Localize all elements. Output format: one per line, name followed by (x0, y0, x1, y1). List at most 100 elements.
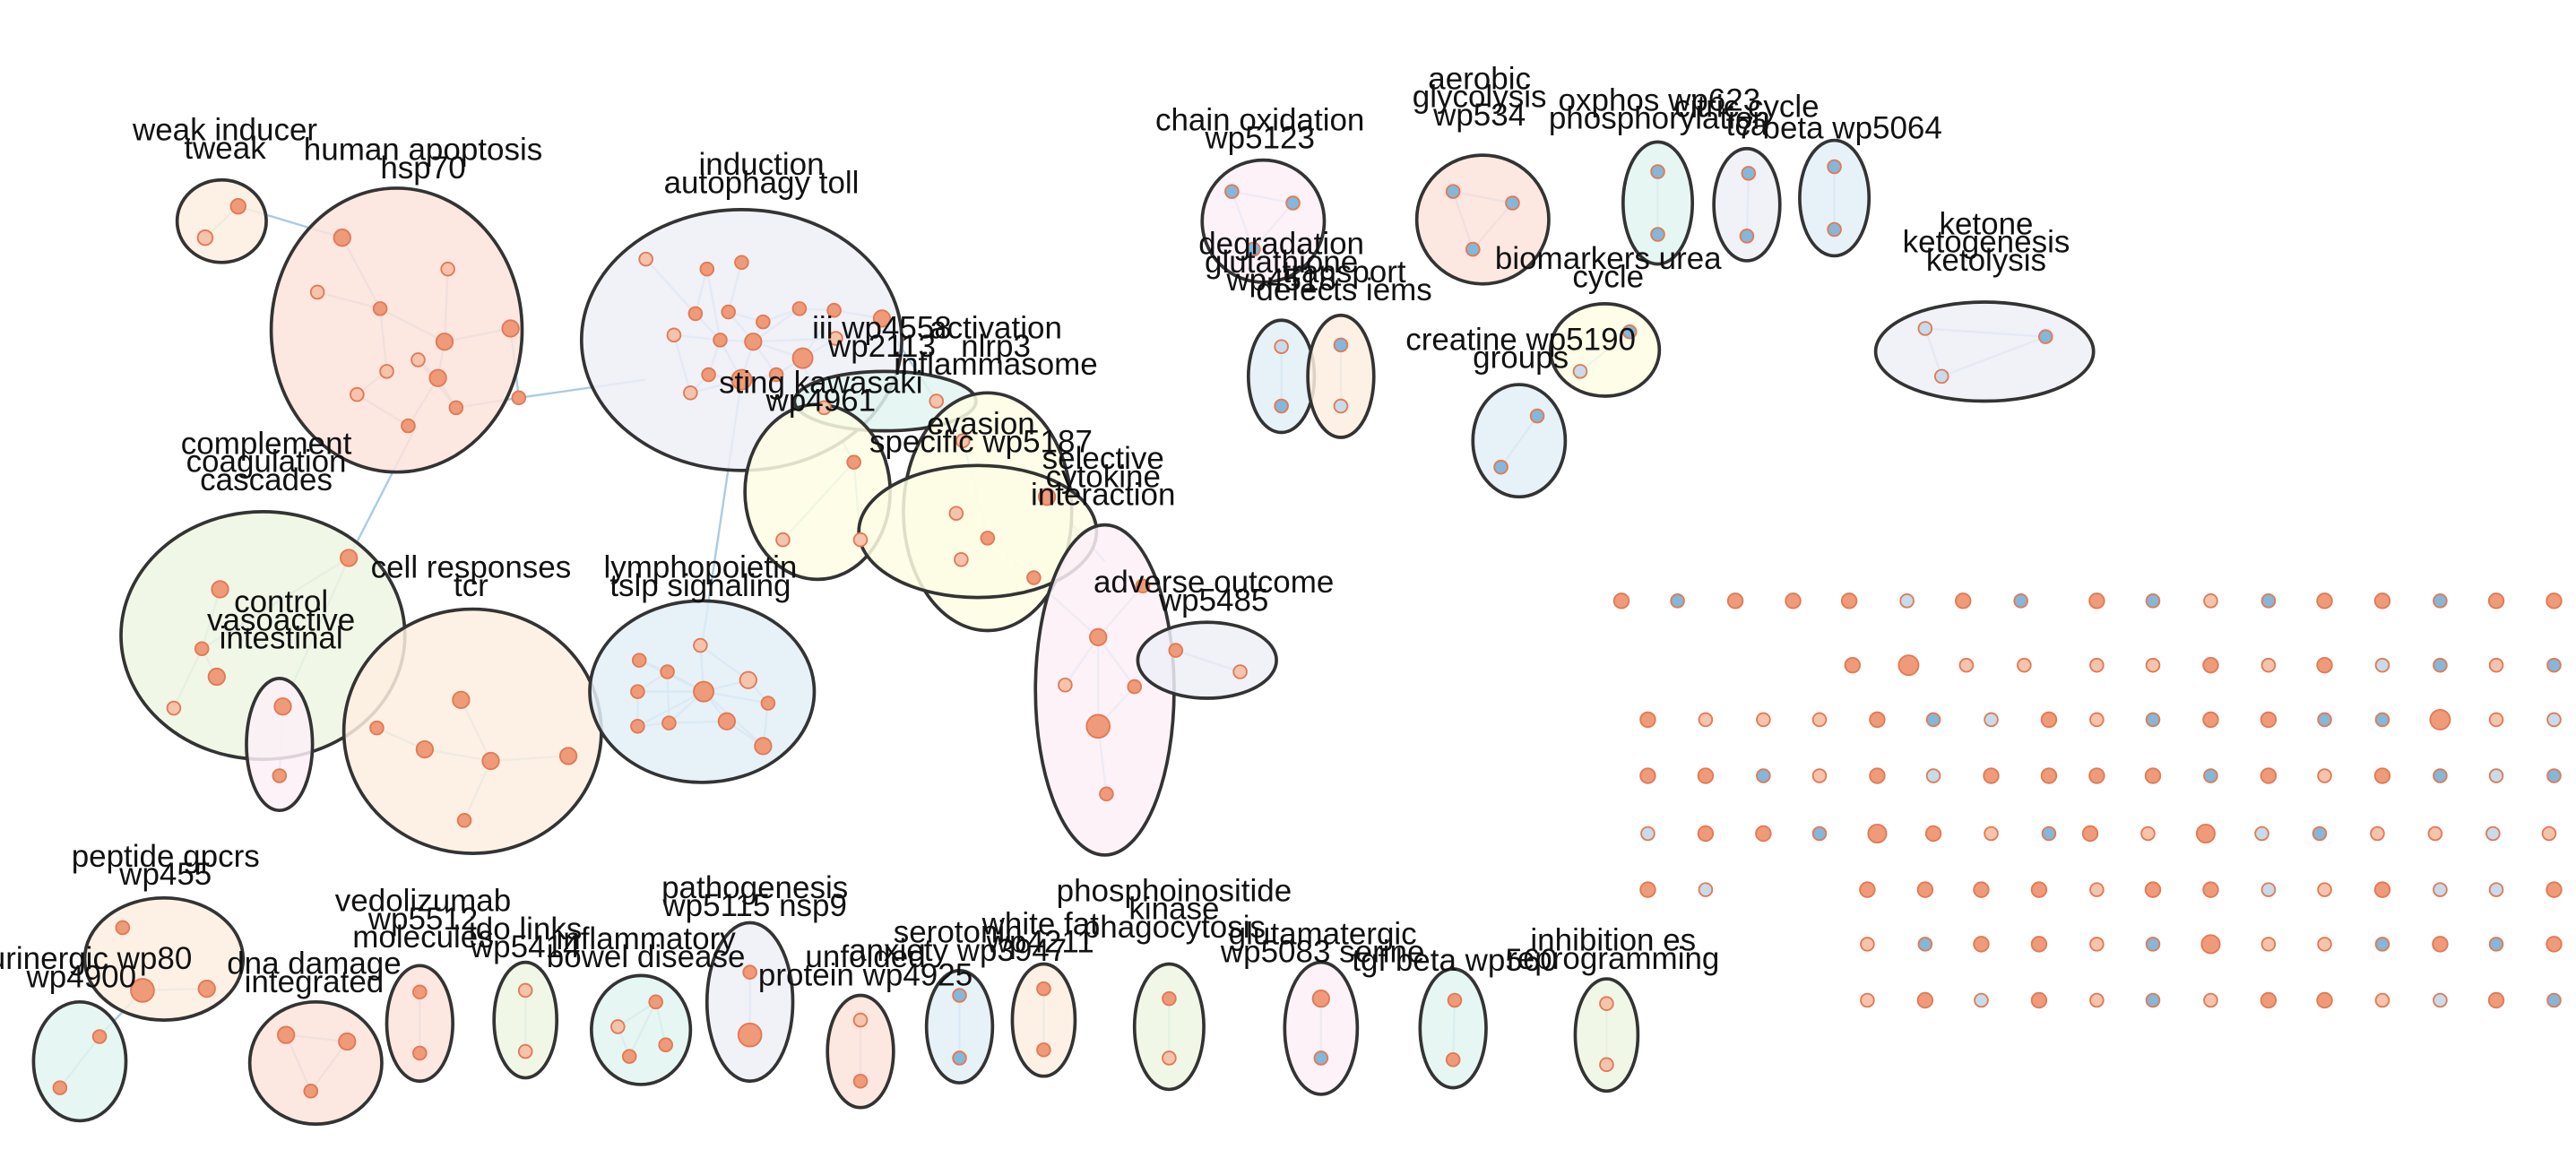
node[interactable] (1505, 195, 1520, 211)
singleton-node[interactable] (2546, 881, 2563, 898)
singleton-node[interactable] (2546, 712, 2562, 728)
node[interactable] (91, 1029, 108, 1044)
singleton-node[interactable] (2487, 991, 2505, 1009)
node[interactable] (452, 690, 471, 709)
node[interactable] (742, 964, 757, 980)
node[interactable] (768, 367, 784, 383)
node[interactable] (713, 333, 728, 348)
singleton-node[interactable] (2433, 657, 2448, 673)
node[interactable] (739, 670, 757, 689)
singleton-node[interactable] (2030, 936, 2048, 953)
node[interactable] (1232, 664, 1248, 679)
node[interactable] (828, 331, 843, 346)
node[interactable] (115, 920, 131, 936)
node[interactable] (693, 637, 708, 653)
singleton-node[interactable] (2202, 881, 2219, 898)
singleton-node[interactable] (2373, 881, 2391, 898)
singleton-node[interactable] (1639, 881, 1656, 898)
node[interactable] (648, 994, 663, 1010)
singleton-node[interactable] (2089, 937, 2105, 952)
singleton-node[interactable] (1697, 825, 1715, 843)
singleton-node[interactable] (2040, 711, 2058, 729)
singleton-node[interactable] (1924, 825, 1942, 843)
singleton-node[interactable] (2317, 712, 2332, 728)
singleton-node[interactable] (1983, 767, 2000, 784)
node[interactable] (826, 302, 842, 318)
node[interactable] (638, 251, 653, 267)
node[interactable] (846, 454, 861, 470)
node[interactable] (701, 367, 716, 383)
singleton-node[interactable] (2260, 991, 2278, 1009)
node[interactable] (955, 433, 971, 448)
node[interactable] (350, 386, 365, 402)
node[interactable] (1224, 184, 1240, 199)
node[interactable] (501, 319, 520, 338)
singleton-node[interactable] (2429, 708, 2451, 730)
node[interactable] (852, 532, 869, 548)
node[interactable] (338, 1032, 357, 1051)
node[interactable] (630, 684, 645, 699)
singleton-node[interactable] (2316, 656, 2333, 674)
singleton-node[interactable] (2432, 936, 2449, 953)
node[interactable] (1099, 786, 1114, 802)
node[interactable] (1650, 164, 1665, 179)
singleton-node[interactable] (1811, 768, 1828, 783)
singleton-node[interactable] (2260, 593, 2277, 609)
singleton-node[interactable] (2317, 768, 2332, 783)
node[interactable] (448, 400, 464, 416)
node[interactable] (1037, 488, 1057, 506)
node[interactable] (372, 301, 388, 316)
singleton-node[interactable] (2316, 991, 2333, 1009)
singleton-node[interactable] (2088, 767, 2105, 784)
singleton-node[interactable] (2017, 657, 2032, 673)
node[interactable] (1026, 570, 1042, 585)
singleton-node[interactable] (1860, 992, 1875, 1008)
singleton-node[interactable] (1859, 881, 1876, 898)
singleton-node[interactable] (2488, 657, 2504, 673)
singleton-node[interactable] (1860, 937, 1875, 952)
node[interactable] (1089, 627, 1108, 646)
node[interactable] (272, 768, 288, 783)
node[interactable] (1162, 990, 1177, 1007)
singleton-node[interactable] (1984, 826, 1999, 842)
singleton-node[interactable] (2088, 592, 2105, 609)
node[interactable] (693, 680, 715, 703)
singleton-node[interactable] (2541, 826, 2557, 842)
node[interactable] (744, 333, 763, 351)
singleton-node[interactable] (1811, 712, 1828, 728)
singleton-node[interactable] (2317, 937, 2332, 952)
singleton-node[interactable] (2144, 767, 2162, 784)
node[interactable] (196, 229, 214, 246)
node[interactable] (980, 531, 996, 546)
singleton-node[interactable] (2546, 592, 2563, 609)
singleton-node[interactable] (2089, 712, 2105, 728)
node[interactable] (309, 284, 325, 300)
node[interactable] (197, 979, 216, 998)
node[interactable] (166, 700, 182, 716)
node[interactable] (948, 506, 964, 522)
node[interactable] (379, 364, 394, 379)
singleton-node[interactable] (1756, 712, 1771, 728)
node[interactable] (277, 1025, 296, 1044)
node[interactable] (717, 712, 736, 730)
singleton-node[interactable] (2488, 882, 2504, 897)
node[interactable] (730, 368, 753, 391)
singleton-node[interactable] (1811, 826, 1828, 842)
singleton-node[interactable] (1925, 768, 1941, 783)
node[interactable] (1445, 184, 1461, 199)
node[interactable] (660, 664, 675, 679)
node[interactable] (952, 988, 967, 1003)
singleton-node[interactable] (1869, 711, 1886, 729)
node[interactable] (1741, 166, 1757, 181)
singleton-node[interactable] (1639, 711, 1656, 729)
node[interactable] (661, 715, 677, 730)
node[interactable] (412, 1045, 428, 1061)
node[interactable] (872, 309, 892, 328)
singleton-node[interactable] (1984, 712, 1999, 728)
singleton-node[interactable] (2203, 593, 2218, 609)
node[interactable] (1621, 324, 1638, 340)
node[interactable] (721, 304, 736, 320)
singleton-node[interactable] (2260, 937, 2277, 952)
singleton-node[interactable] (2427, 826, 2443, 842)
node[interactable] (1246, 241, 1261, 257)
